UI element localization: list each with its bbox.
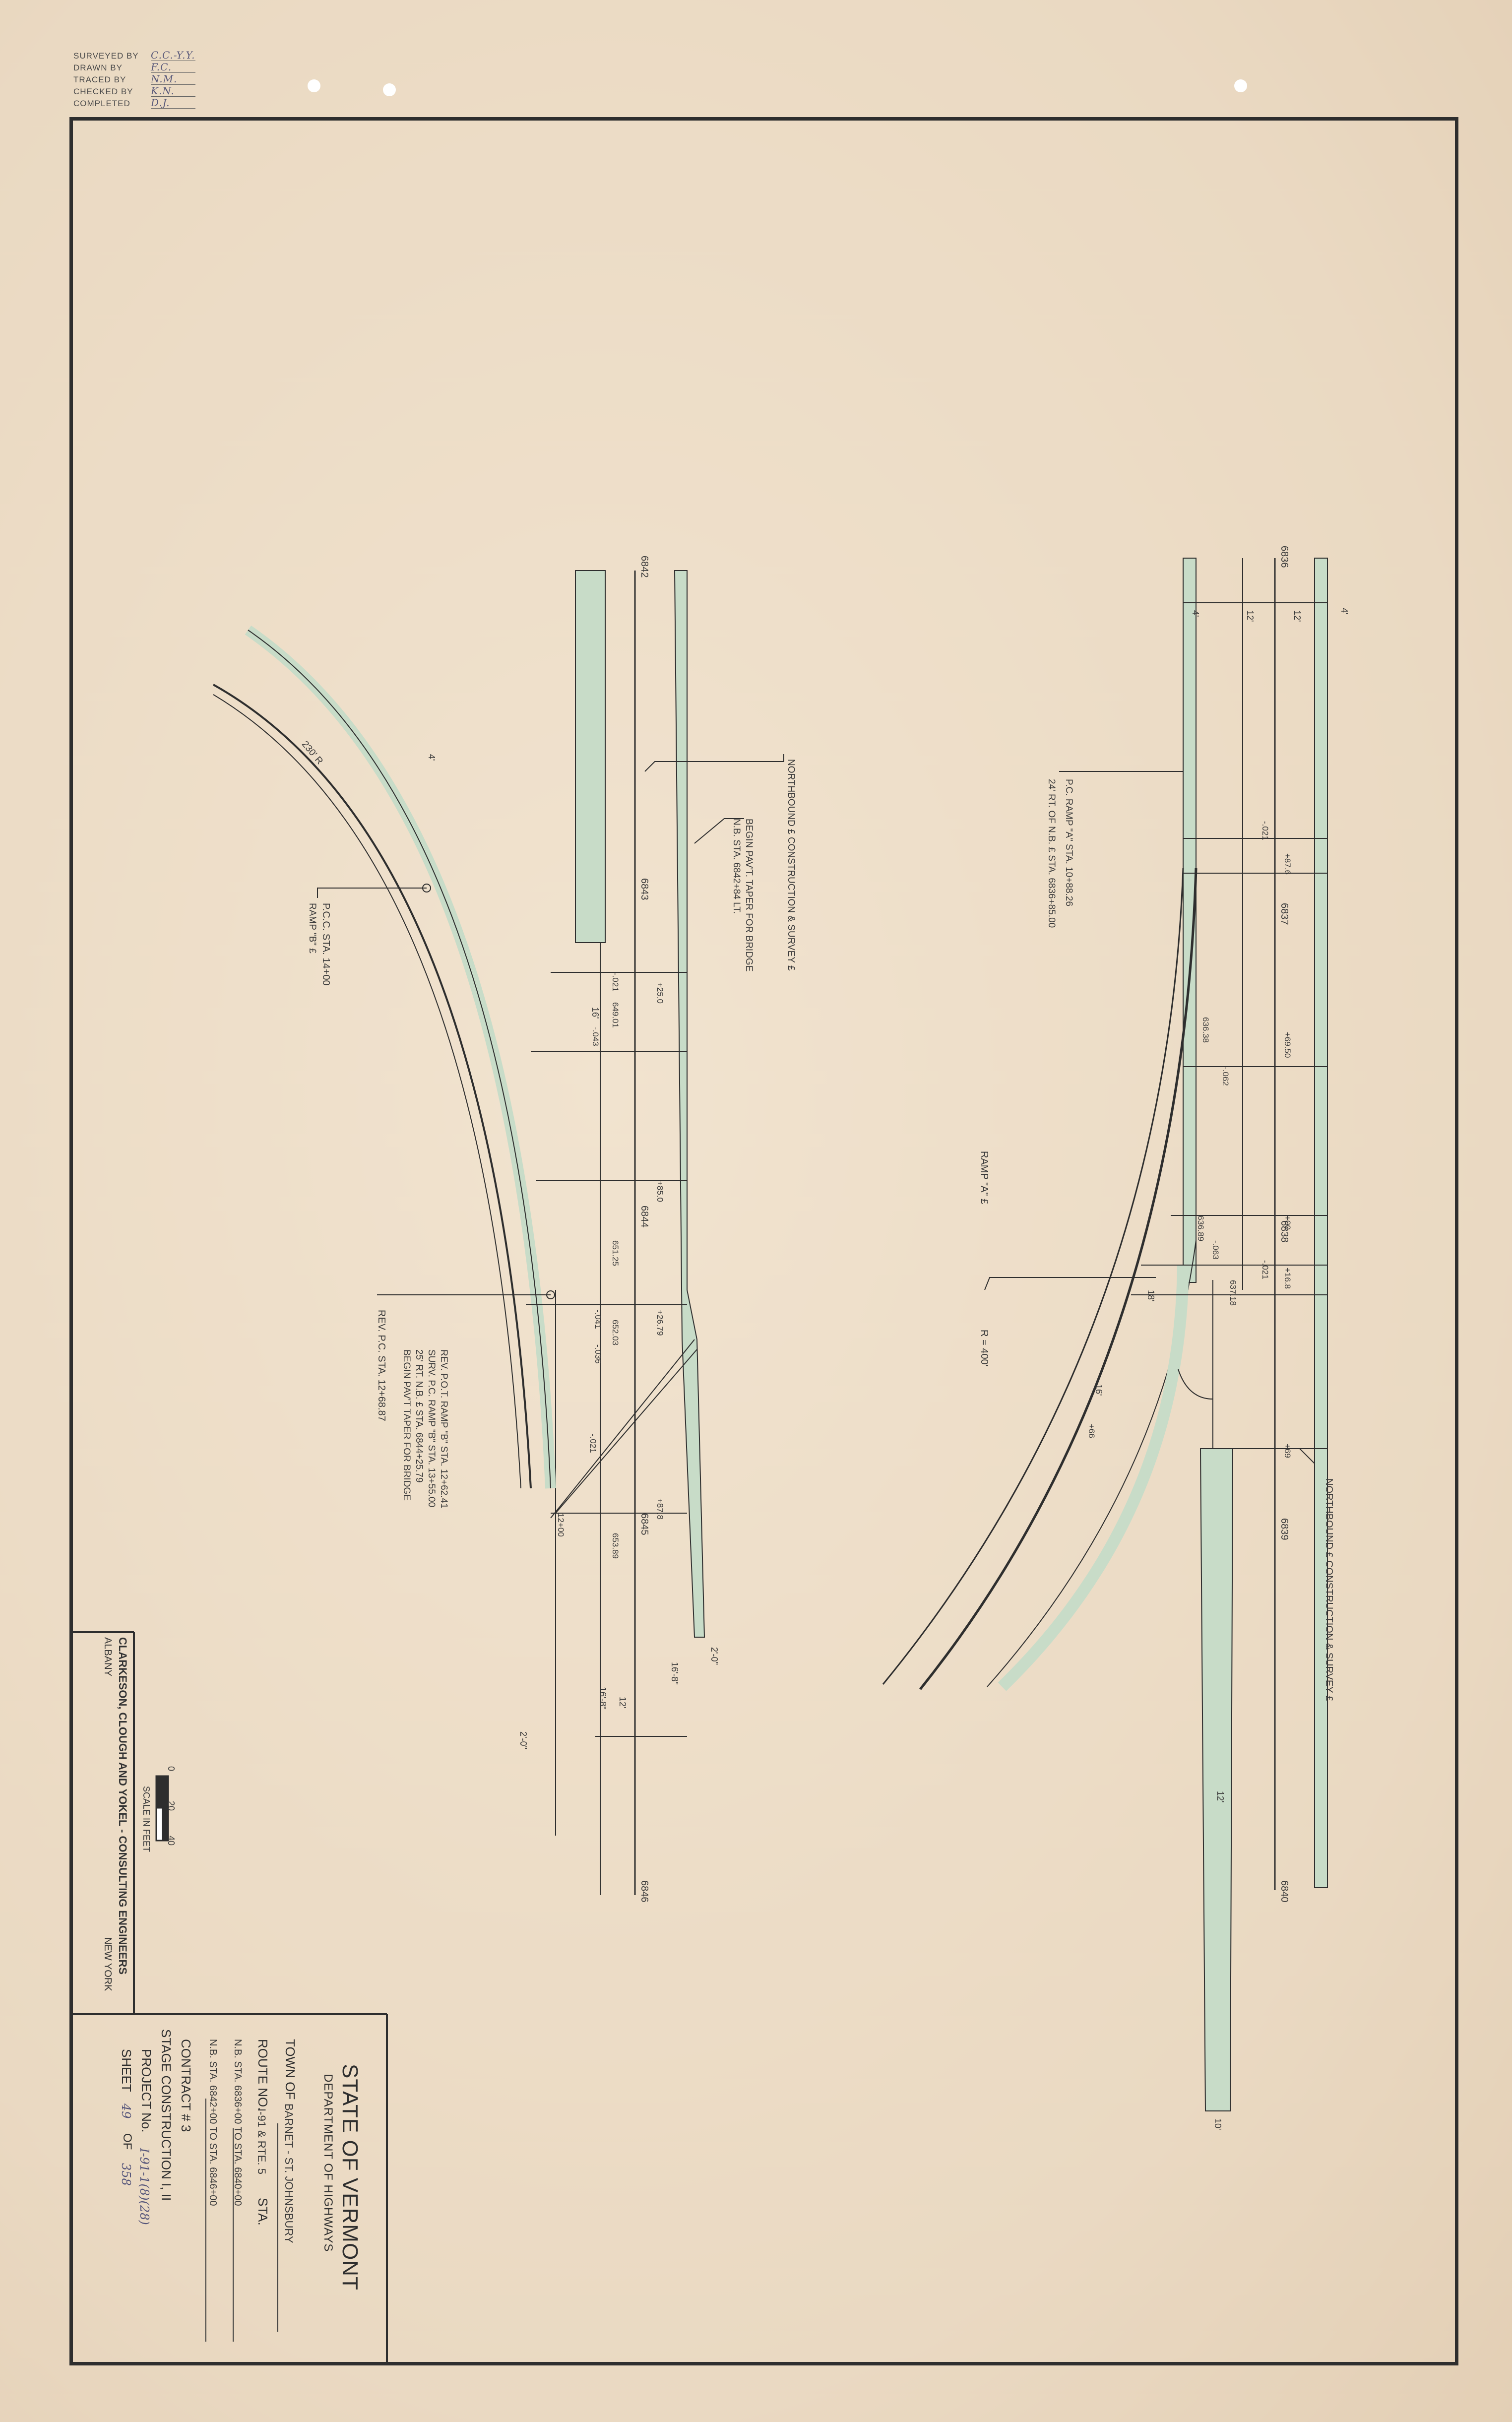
state-title: STATE OF VERMONT — [338, 2064, 362, 2291]
surveyed-by-label: SURVEYED BY — [73, 51, 139, 61]
sheet-of-label: OF — [121, 2133, 134, 2150]
stage-label: STAGE CONSTRUCTION I, II — [159, 2029, 174, 2201]
shoulder-strip — [575, 570, 606, 943]
drawing-border — [69, 117, 1458, 2365]
leader-line — [1299, 1448, 1315, 1473]
ramp-b-edge — [213, 694, 521, 1489]
town-label: TOWN OF — [283, 2039, 298, 2100]
traced-by-value: N.M. — [151, 73, 195, 85]
drawn-by-value: F.C. — [151, 62, 195, 73]
credits-block: SURVEYED BY C.C.-Y.Y. DRAWN BY F.C. TRACED… — [73, 50, 195, 109]
ramp-a-shoulder — [998, 1265, 1189, 1691]
completed-label: COMPLETED — [73, 99, 130, 108]
gore-nose — [1178, 1369, 1213, 1400]
sta-label: STA. — [255, 2198, 270, 2226]
contract-label: CONTRACT # 3 — [179, 2039, 193, 2132]
ramp-b-edge — [248, 630, 551, 1489]
project-value: I-91-1(8)(28) — [137, 2148, 151, 2225]
section-lines — [1131, 602, 1327, 1449]
checked-by-label: CHECKED BY — [73, 87, 133, 96]
leader-line — [644, 754, 784, 772]
section-lines — [526, 972, 687, 1737]
punch-hole — [308, 79, 320, 92]
shoulder-strip — [674, 570, 705, 1638]
drawn-by-label: DRAWN BY — [73, 63, 123, 72]
route-value: I-91 & RTE. 5 — [255, 2108, 268, 2174]
department-title: DEPARTMENT OF HIGHWAYS — [321, 2074, 335, 2252]
ramp-b-centerline — [213, 684, 532, 1489]
right-plan — [882, 558, 1328, 2111]
taper-line — [550, 1339, 695, 1519]
shoulder-strip — [1314, 558, 1328, 1888]
traced-by-label: TRACED BY — [73, 75, 126, 84]
taper-line — [555, 1349, 697, 1514]
checked-by-value: K.N. — [151, 85, 195, 97]
sheet-total: 358 — [119, 2163, 133, 2186]
left-plan — [213, 570, 784, 1895]
leader-line — [317, 888, 427, 898]
ramp-a-edge — [882, 868, 1184, 1685]
scale-bar — [155, 1775, 169, 1842]
leader-line — [984, 1277, 1156, 1290]
surveyed-by-value: C.C.-Y.Y. — [151, 49, 195, 61]
sheet-label: SHEET — [119, 2049, 134, 2092]
sta-line-2: N.B. STA. 6842+00 TO STA. 6846+00 — [207, 2039, 218, 2206]
punch-hole — [1234, 79, 1247, 92]
town-value: BARNET - ST. JOHNSBURY — [283, 2103, 295, 2243]
sheet-value: 49 — [119, 2103, 133, 2119]
sta-line-1: N.B. STA. 6836+00 TO STA. 6840+00 — [232, 2039, 243, 2206]
leader-line — [694, 818, 744, 844]
ramp-a-centerline — [919, 868, 1197, 1690]
completed-value: D.J. — [151, 97, 195, 109]
route-label: ROUTE NO. — [255, 2039, 270, 2111]
punch-hole — [383, 83, 396, 96]
project-label: PROJECT No. — [139, 2049, 154, 2133]
